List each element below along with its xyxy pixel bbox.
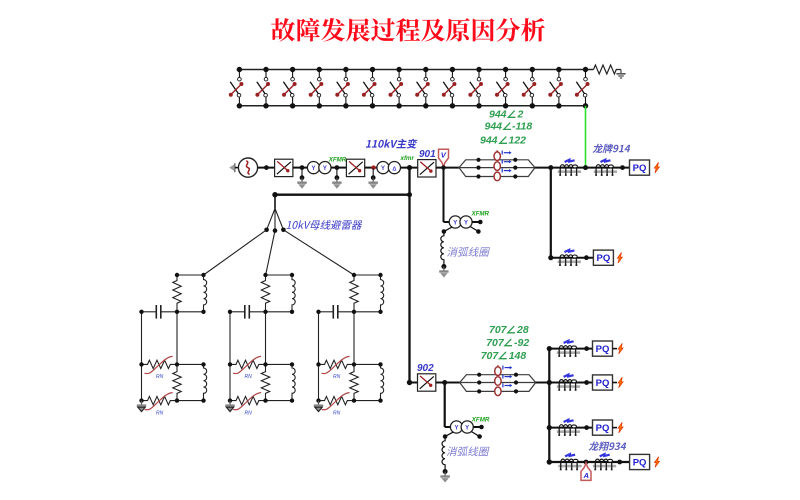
svg-text:A: A xyxy=(582,471,588,480)
svg-text:902: 902 xyxy=(417,363,434,374)
svg-text:944: 944 xyxy=(489,109,507,121)
svg-text:2: 2 xyxy=(517,109,524,121)
svg-text:944: 944 xyxy=(485,121,503,133)
svg-text:707: 707 xyxy=(486,337,505,349)
svg-text:148: 148 xyxy=(509,350,527,362)
svg-text:-118: -118 xyxy=(512,121,532,133)
svg-text:V: V xyxy=(441,150,447,159)
svg-text:Y: Y xyxy=(311,166,315,172)
svg-text:XFMR: XFMR xyxy=(471,417,490,424)
svg-text:-92: -92 xyxy=(514,337,529,349)
svg-text:944: 944 xyxy=(480,135,498,147)
svg-text:Y: Y xyxy=(323,166,327,172)
svg-text:xfmr: xfmr xyxy=(400,155,415,162)
svg-text:XFMR: XFMR xyxy=(471,211,490,218)
svg-text:Δ: Δ xyxy=(392,166,396,172)
svg-text:28: 28 xyxy=(516,324,529,336)
svg-text:707: 707 xyxy=(489,324,508,336)
svg-text:901: 901 xyxy=(419,149,436,160)
svg-text:707: 707 xyxy=(481,350,500,362)
svg-text:122: 122 xyxy=(509,135,527,147)
svg-text:XFMR: XFMR xyxy=(328,156,347,163)
svg-text:Y: Y xyxy=(381,166,385,172)
